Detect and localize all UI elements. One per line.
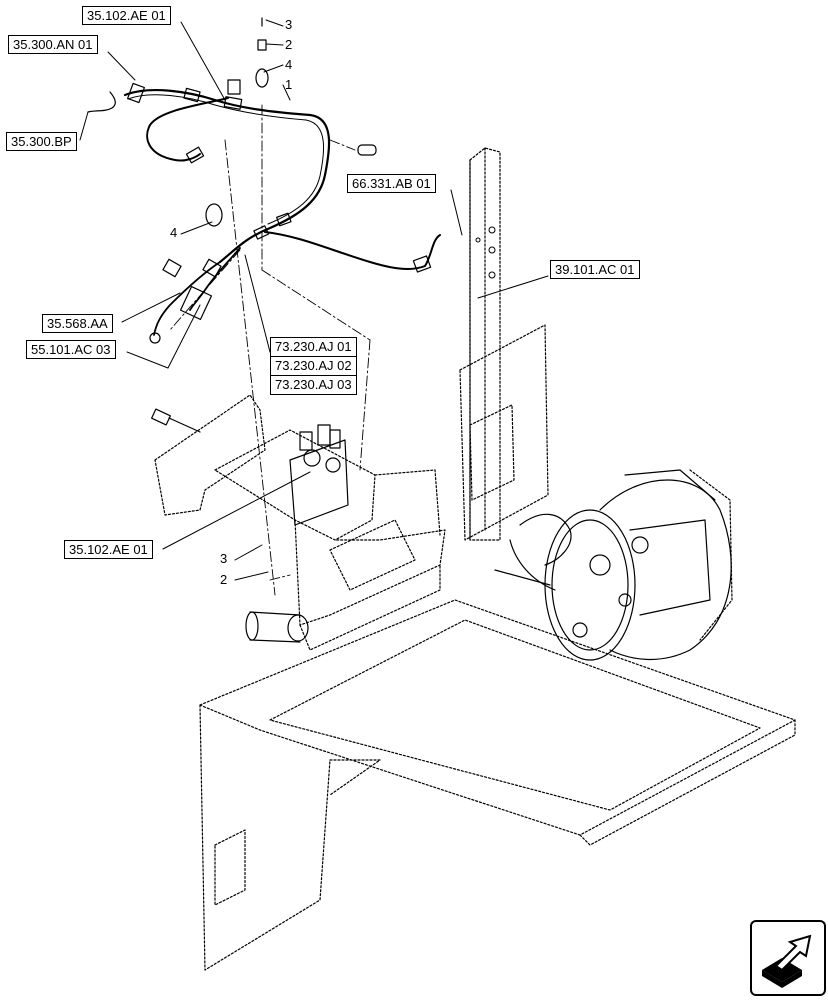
pump-rear-outline	[689, 469, 733, 641]
lower-motor	[245, 611, 309, 643]
item-number-2-top: 2	[285, 37, 293, 52]
callout-73-230-aj-02[interactable]: 73.230.AJ 02	[271, 357, 356, 376]
valve-block	[151, 408, 349, 526]
item-number-1-top: 1	[285, 77, 293, 92]
arrow-up-right-icon	[762, 934, 812, 988]
callout-39-101-ac-01[interactable]: 39.101.AC 01	[550, 260, 640, 279]
callout-73-230-aj-01[interactable]: 73.230.AJ 01	[271, 338, 356, 357]
item-number-3-top: 3	[285, 17, 293, 32]
construction-lines	[169, 104, 371, 596]
wire-harness	[87, 17, 441, 344]
callout-66-331-ab-01[interactable]: 66.331.AB 01	[347, 174, 436, 193]
callout-35-300-an-01[interactable]: 35.300.AN 01	[8, 35, 98, 54]
navigate-arrow-button[interactable]	[750, 920, 826, 996]
callout-35-300-bp[interactable]: 35.300.BP	[6, 132, 77, 151]
side-plate	[459, 324, 549, 541]
callout-73-230-aj-03[interactable]: 73.230.AJ 03	[275, 377, 352, 392]
callout-55-101-ac-03[interactable]: 55.101.AC 03	[26, 340, 116, 359]
item-number-2-low: 2	[220, 572, 228, 587]
hydraulic-pump	[494, 469, 732, 661]
item-number-3-low: 3	[220, 551, 228, 566]
item-number-4-top: 4	[285, 57, 293, 72]
vertical-post	[469, 147, 501, 541]
platform-cutout	[214, 829, 246, 906]
item-number-4-mid: 4	[170, 225, 178, 240]
callout-stack-73-230-aj: 73.230.AJ 01 73.230.AJ 02 73.230.AJ 03	[270, 337, 357, 395]
platform	[199, 599, 796, 971]
leader-lines	[79, 19, 549, 581]
callout-35-102-ae-01-bottom[interactable]: 35.102.AE 01	[64, 540, 153, 559]
callout-35-568-aa[interactable]: 35.568.AA	[42, 314, 113, 333]
callout-35-102-ae-01-top[interactable]: 35.102.AE 01	[82, 6, 171, 25]
